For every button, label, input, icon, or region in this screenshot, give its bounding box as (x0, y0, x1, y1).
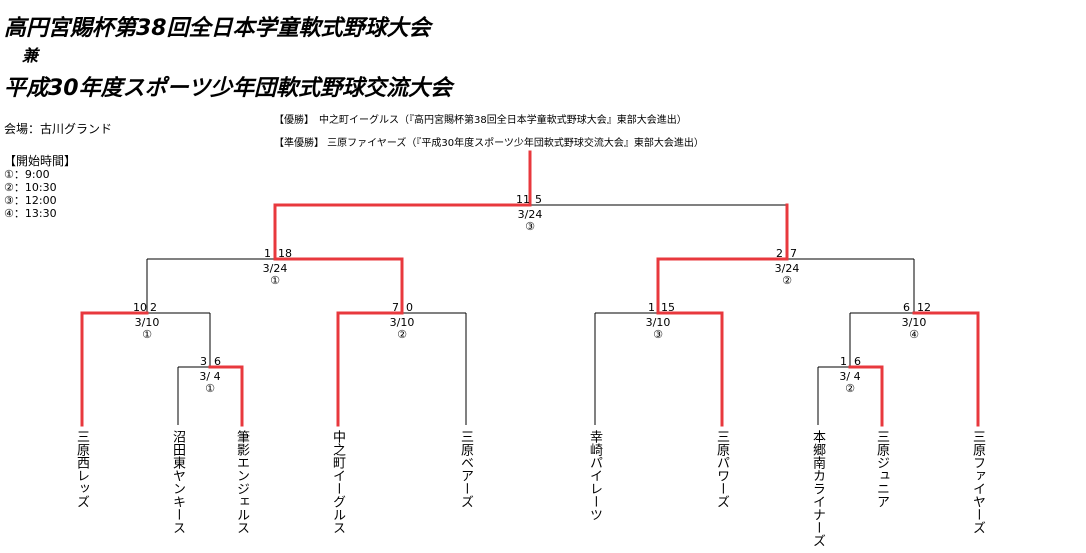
team-name: 筆影エンジェルス (234, 430, 249, 534)
p2-score-left: 1 (840, 355, 847, 368)
r14-score-right: 12 (917, 301, 931, 314)
sf1-score-left: 1 (264, 247, 271, 260)
bracket-winner-lines (80, 150, 980, 427)
p1-slot: ① (205, 382, 215, 395)
bracket-loser-lines (146, 204, 915, 425)
r11-date: 3/10 (134, 316, 160, 329)
team-name: 中之町イーグルス (330, 430, 345, 534)
r11-slot: ① (142, 328, 152, 341)
sf1-slot: ① (270, 274, 280, 287)
r12-score-right: 0 (406, 301, 413, 314)
final-score-right: 5 (535, 193, 542, 206)
r14-date: 3/10 (901, 316, 927, 329)
sf2-score-left: 2 (776, 247, 783, 260)
sf1-date: 3/24 (262, 262, 288, 275)
p1-score-right: 6 (214, 355, 221, 368)
start-time-3: ③：12:00 (4, 194, 57, 207)
final-score-left: 11 (516, 193, 530, 206)
team-name: 三原ファイヤーズ (970, 430, 985, 534)
final-date: 3/24 (517, 208, 543, 221)
r14-slot: ④ (909, 328, 919, 341)
start-times-heading: 【開始時間】 (4, 154, 77, 168)
team-name: 三原ジュニア (874, 430, 889, 508)
title-line-2: 兼 (22, 46, 39, 65)
title-line-3: 平成30年度スポーツ少年団軟式野球交流大会 (4, 76, 453, 101)
r14-score-left: 6 (903, 301, 910, 314)
start-time-1: ①：9:00 (4, 168, 50, 181)
r12-date: 3/10 (389, 316, 415, 329)
p2-slot: ② (845, 382, 855, 395)
final-slot: ③ (525, 220, 535, 233)
r13-slot: ③ (653, 328, 663, 341)
p2-score-right: 6 (854, 355, 861, 368)
r13-date: 3/10 (645, 316, 671, 329)
r13-score-right: 15 (661, 301, 675, 314)
venue: 会場：古川グランド (4, 122, 113, 136)
sf2-date: 3/24 (774, 262, 800, 275)
team-name: 三原パワーズ (714, 430, 729, 508)
team-name: 幸崎パイレーツ (587, 430, 602, 521)
team-name: 三原ベアーズ (458, 430, 473, 508)
r11-score-left: 10 (133, 301, 147, 314)
p1-score-left: 3 (200, 355, 207, 368)
r13-score-left: 1 (648, 301, 655, 314)
team-name: 沼田東ヤンキース (170, 430, 185, 534)
r11-score-right: 2 (150, 301, 157, 314)
r12-score-left: 7 (392, 301, 399, 314)
start-time-4: ④：13:30 (4, 207, 57, 220)
sf1-score-right: 18 (278, 247, 292, 260)
title-line-1: 高円宮賜杯第38回全日本学童軟式野球大会 (4, 16, 431, 41)
sf2-score-right: 7 (790, 247, 797, 260)
team-name: 三原西レッズ (74, 430, 89, 508)
p1-date: 3/ 4 (199, 370, 221, 383)
runner-up-note: 【準優勝】 三原ファイヤーズ（『平成30年度スポーツ少年団軟式野球交流大会』東部… (274, 138, 704, 149)
start-time-2: ②：10:30 (4, 181, 57, 194)
team-name: 本郷南カライナーズ (810, 430, 825, 547)
winner-note: 【優勝】 中之町イーグルス（『高円宮賜杯第38回全日本学童軟式野球大会』東部大会… (274, 115, 687, 126)
r12-slot: ② (397, 328, 407, 341)
p2-date: 3/ 4 (839, 370, 861, 383)
sf2-slot: ② (782, 274, 792, 287)
